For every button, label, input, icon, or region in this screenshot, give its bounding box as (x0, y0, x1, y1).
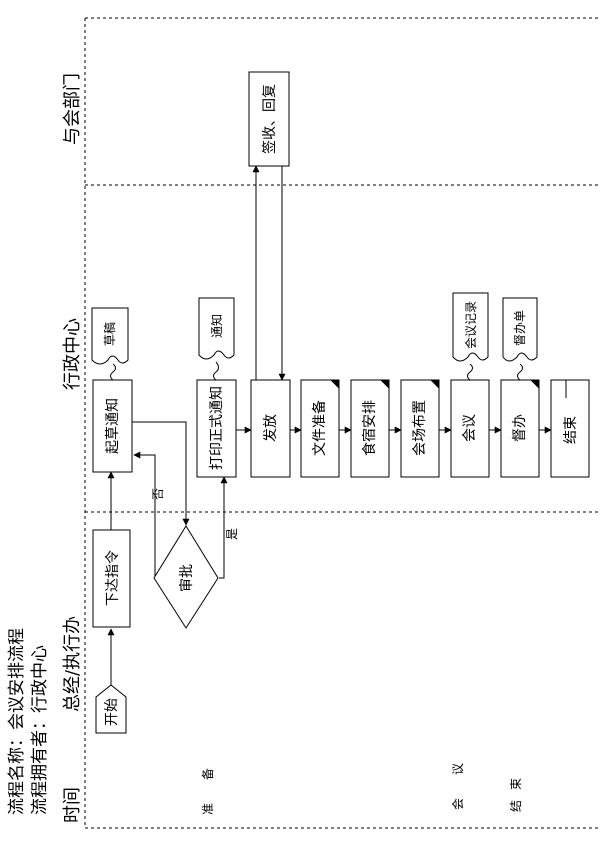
print-notice-node[interactable] (196, 379, 237, 478)
board-arrange-label: 食宿安排 (361, 400, 378, 456)
meeting-label: 会议 (462, 414, 478, 442)
minutes-doc-link (467, 363, 473, 381)
start-node[interactable] (95, 684, 127, 734)
meeting-node[interactable] (450, 379, 490, 478)
edge-review-yes-to-print (219, 476, 228, 579)
sign-reply-node[interactable] (248, 71, 290, 167)
review-label: 审批 (179, 564, 195, 592)
issue-order-node[interactable] (92, 529, 131, 628)
lane-title-exec-office: 总经/执行办 (62, 616, 83, 712)
draft-doc-label: 草稿 (102, 322, 117, 346)
supervise-corner (529, 379, 540, 390)
phase-end-1: 结 (509, 800, 523, 812)
nodes: 开始 下达指令 审批 起草通知 草稿 打印正式通知 通知 发放 签收、回复 文件… (91, 71, 590, 734)
board-arrange-node[interactable] (350, 379, 390, 478)
phase-meeting-2: 议 (451, 763, 465, 775)
end-label: 结束 (563, 416, 579, 444)
draft-notice-node[interactable] (92, 379, 133, 473)
supervise-doc-label: 督办单 (512, 310, 527, 346)
connectors (107, 165, 552, 686)
distribute-label: 发放 (263, 414, 279, 442)
edge-review-no-back (133, 451, 156, 578)
venue-setup-label: 会场布置 (412, 400, 428, 456)
edge-label-yes: 是 (225, 528, 239, 540)
supervise-doc-link (517, 363, 523, 381)
edge-label-no: 否 (151, 488, 165, 500)
edge-labels: 否 是 (151, 488, 239, 540)
supervise-doc-node (502, 297, 538, 362)
review-node[interactable] (153, 525, 219, 629)
start-label: 开始 (104, 698, 120, 726)
print-notice-label: 打印正式通知 (208, 386, 225, 470)
minutes-doc-label: 会议记录 (464, 301, 478, 349)
phase-prep-2: 备 (201, 768, 215, 780)
supervise-label: 督办 (512, 414, 528, 442)
supervise-node[interactable] (500, 379, 540, 478)
file-prep-node[interactable] (300, 379, 340, 478)
process-owner: 流程拥有者：行政中心 (30, 645, 50, 815)
phase-end-2: 束 (509, 778, 523, 790)
header: 流程名称：会议安排流程 流程拥有者：行政中心 (7, 628, 50, 815)
phase-labels: 准 备 会 议 结 束 (201, 763, 523, 815)
board-arrange-corner (379, 379, 390, 390)
lane-titles: 时间 总经/执行办 行政中心 与会部门 (62, 73, 83, 823)
phase-prep-1: 准 (201, 803, 215, 815)
distribute-node[interactable] (250, 379, 291, 478)
file-prep-label: 文件准备 (311, 400, 328, 456)
draft-doc-node (91, 307, 129, 365)
lane-dividers (84, 17, 600, 829)
end-node[interactable] (550, 379, 590, 478)
notice-doc-link (213, 361, 219, 381)
file-prep-corner (329, 379, 340, 390)
notice-doc-node (198, 297, 235, 360)
venue-setup-corner (429, 379, 440, 390)
minutes-doc-node (452, 292, 489, 362)
draft-notice-label: 起草通知 (104, 398, 121, 454)
process-name: 流程名称：会议安排流程 (7, 628, 27, 815)
venue-setup-node[interactable] (400, 379, 440, 478)
issue-order-label: 下达指令 (105, 550, 121, 606)
draft-doc-link (110, 363, 116, 381)
notice-doc-label: 通知 (210, 314, 224, 338)
lane-title-participants: 与会部门 (62, 73, 83, 145)
phase-meeting-1: 会 (451, 798, 465, 810)
edge-draft-to-review (132, 421, 190, 526)
lane-title-time: 时间 (62, 787, 83, 823)
sign-reply-label: 签收、回复 (261, 84, 278, 154)
lane-title-admin-center: 行政中心 (62, 318, 83, 390)
